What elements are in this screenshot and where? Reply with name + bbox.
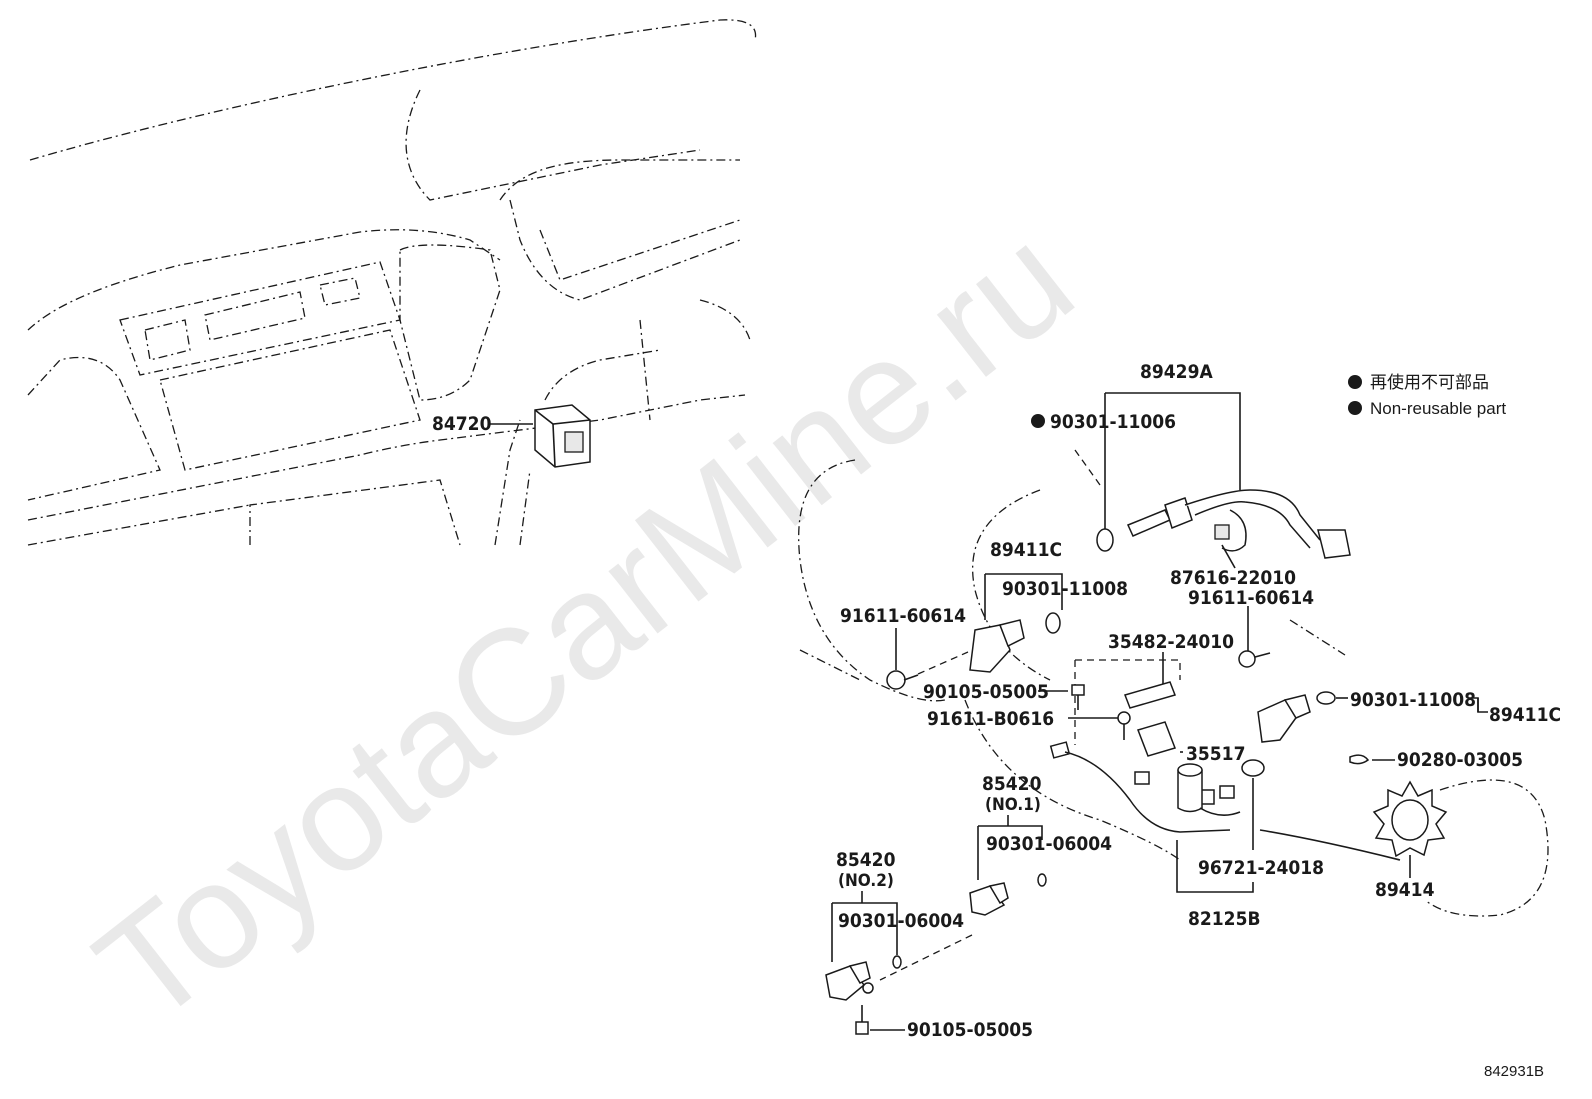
callout-group-85420-no2 xyxy=(831,891,898,962)
callout-90301-06004-no2: 90301-06004 xyxy=(838,910,964,932)
part-90105-05005-bolt-bottom xyxy=(855,1005,905,1035)
legend: 再使用不可部品 Non-reusable part xyxy=(1348,372,1506,418)
callout-89411C-right: 89411C xyxy=(1489,704,1561,726)
callout-90105-05005-bottom: 90105-05005 xyxy=(907,1019,1033,1041)
part-91611-60614-bolt-right xyxy=(1238,606,1271,668)
part-90280-03005-key xyxy=(1349,754,1395,765)
callout-group-85420-no1 xyxy=(977,815,1043,880)
callout-group-89411C-left xyxy=(984,573,1063,620)
non-reusable-bullet-icon xyxy=(1031,414,1045,428)
part-85420-no1-sensor xyxy=(879,873,1047,981)
callout-90301-11006: 90301-11006 xyxy=(1050,411,1176,433)
callout-82125B: 82125B xyxy=(1188,908,1261,930)
callout-89414: 89414 xyxy=(1375,879,1435,901)
callout-91611-60614-left: 91611-60614 xyxy=(840,605,966,627)
part-91611-B0616-bolt xyxy=(1068,711,1131,740)
callout-85420-no2: 85420 xyxy=(836,849,896,871)
callout-89411C-left: 89411C xyxy=(990,539,1062,561)
callout-90105-05005-mid: 90105-05005 xyxy=(923,681,1049,703)
callout-84720: 84720 xyxy=(432,413,492,435)
part-89414-timing-rotor xyxy=(1372,780,1448,878)
part-91611-60614-bolt-left xyxy=(886,628,969,690)
callout-group-89429A xyxy=(1031,392,1241,530)
part-89411C-left-sensor xyxy=(969,612,1061,673)
part-89429A-sensor xyxy=(1096,489,1351,569)
callout-87616-22010: 87616-22010 xyxy=(1170,567,1296,589)
legend-item-jp: 再使用不可部品 xyxy=(1370,372,1489,392)
part-82125B-wire-harness xyxy=(1049,741,1265,893)
diagram-reference-code: 842931B xyxy=(1484,1063,1544,1080)
part-84720-switch xyxy=(490,404,591,468)
callout-35482-24010: 35482-24010 xyxy=(1108,631,1234,653)
part-90105-05005-bolt-mid xyxy=(1038,684,1085,710)
legend-item-en: Non-reusable part xyxy=(1370,399,1506,418)
part-35517-bracket xyxy=(1137,721,1183,757)
part-35482-bracket xyxy=(1074,652,1181,745)
part-85420-no2-sensor xyxy=(825,955,902,1001)
callout-90280-03005: 90280-03005 xyxy=(1397,749,1523,771)
callout-90301-06004-no1: 90301-06004 xyxy=(986,833,1112,855)
callout-91611-60614-right: 91611-60614 xyxy=(1188,587,1314,609)
callout-90301-11008-left: 90301-11008 xyxy=(1002,578,1128,600)
callout-35517: 35517 xyxy=(1186,743,1245,765)
legend-bullet-icon xyxy=(1348,375,1362,389)
callout-90301-11008-right: 90301-11008 xyxy=(1350,689,1476,711)
transmission-outline xyxy=(798,459,1549,917)
callout-no1: (NO.1) xyxy=(985,795,1041,815)
part-89411C-right-sensor xyxy=(1257,691,1488,743)
dashboard-illustration xyxy=(27,19,757,546)
callout-96721-24018: 96721-24018 xyxy=(1198,857,1324,879)
legend-bullet-icon xyxy=(1348,401,1362,415)
callout-no2: (NO.2) xyxy=(838,871,894,891)
callout-85420-no1: 85420 xyxy=(982,773,1042,795)
callout-91611-B0616: 91611-B0616 xyxy=(927,708,1054,730)
callout-89429A: 89429A xyxy=(1140,361,1213,383)
